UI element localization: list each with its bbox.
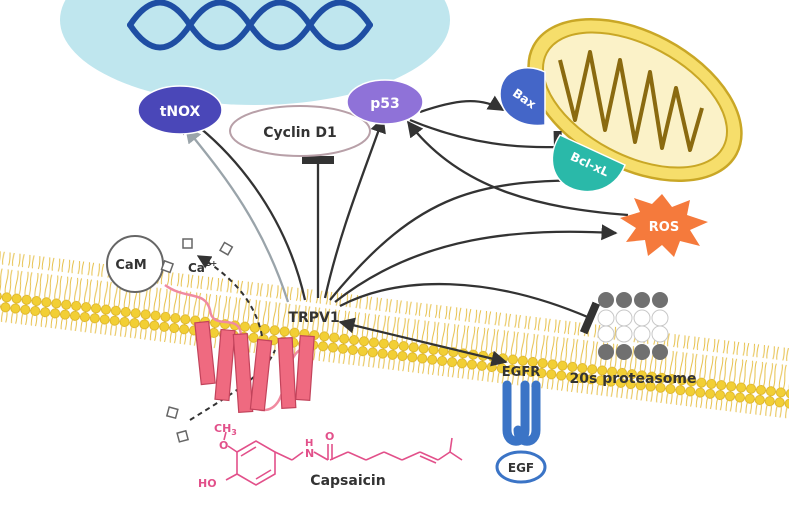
egfr-label: EGFR [502,365,540,380]
calcium-ions: Ca2+ [165,238,234,443]
amide-h-label: H [305,438,313,449]
ho-label: HO [198,477,217,490]
ros-burst [620,194,708,257]
tnox-label: tNOX [160,104,201,120]
proteasome-node: 20s proteasome [570,292,697,387]
p53-node: p53 [346,79,424,125]
egfr-receptor: EGFR EGF [495,365,547,484]
bax-node: Bax [499,67,546,127]
p53-label: p53 [370,96,400,112]
cyclin-d1-node: Cyclin D1 [229,105,371,157]
bcl-xl-node: Bcl-xL [551,134,626,193]
calcium-label: Ca2+ [188,259,217,275]
cam-label: CaM [115,258,146,273]
ch3-label: CH3 [214,422,237,437]
trpv1-label: TRPV1 [288,310,339,326]
capsaicin-molecule: CH3 O HO H N O Capsaicin [198,422,463,490]
carbonyl-o-label: O [325,430,334,443]
proteasome-label: 20s proteasome [570,371,697,387]
nucleus [60,0,450,105]
ros-node: ROS [620,194,708,257]
cam-node: CaM [106,235,175,293]
cyclin-d1-label: Cyclin D1 [263,125,337,141]
proteasome-icon [597,292,669,360]
ether-o-label: O [219,439,228,452]
capsaicin-label: Capsaicin [310,473,385,489]
ros-label: ROS [649,220,679,235]
dna-icon [127,0,373,51]
trpv1-channel: TRPV1 [164,283,340,414]
amide-n-label: N [305,447,314,460]
tnox-node: tNOX [137,85,223,135]
egf-label: EGF [508,461,534,475]
mitochondrion [527,18,743,182]
